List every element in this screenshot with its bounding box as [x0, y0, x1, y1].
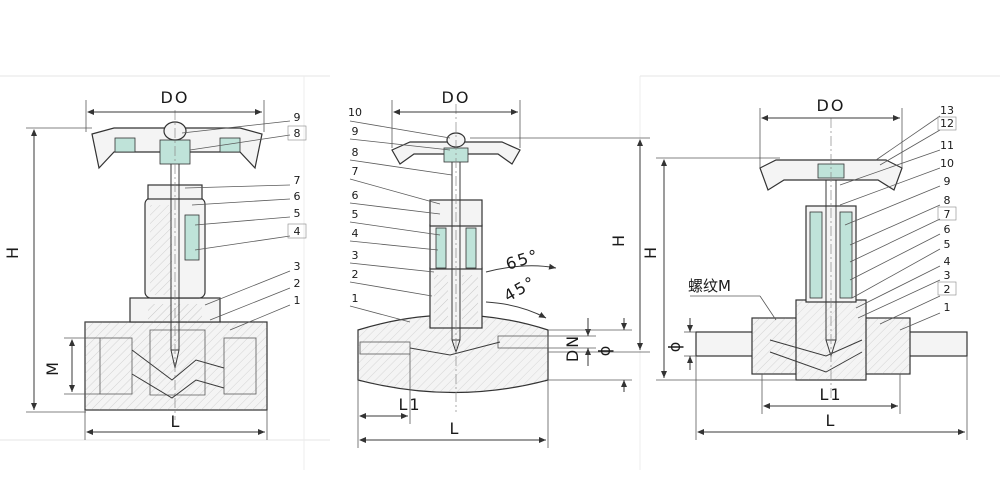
- middle-valve-view: 65° 45° DO H DN: [348, 88, 650, 448]
- right-callout-5: 5: [944, 238, 951, 251]
- middle-callout-7: 7: [352, 165, 359, 178]
- right-l-dimension: L: [695, 356, 968, 440]
- left-valve-body: [84, 121, 268, 411]
- left-callout-1: 1: [294, 294, 301, 307]
- middle-angle-45: 45°: [501, 272, 540, 306]
- middle-l1-dimension: L1: [357, 354, 421, 448]
- middle-callout-4: 4: [352, 227, 359, 240]
- left-l-dimension: L: [84, 410, 268, 440]
- left-h-label: H: [3, 245, 22, 259]
- right-callout-6: 6: [944, 223, 951, 236]
- middle-callout-2: 2: [352, 268, 359, 281]
- right-l-label: L: [826, 411, 837, 430]
- middle-l-label: L: [450, 419, 461, 438]
- middle-callout-3: 3: [352, 249, 359, 262]
- middle-l1-label: L1: [398, 395, 421, 414]
- middle-callouts: 10 9 8 7 6 5 4 3 2 1: [348, 106, 453, 323]
- right-callout-7: 7: [944, 208, 951, 221]
- right-callout-10: 10: [940, 157, 954, 170]
- middle-angle-65: 65°: [503, 245, 542, 274]
- right-thread-note: 螺纹M: [688, 277, 777, 321]
- middle-callout-1: 1: [352, 292, 359, 305]
- middle-do-dimension: DO: [391, 88, 521, 148]
- middle-phi-dimension: ϕ: [548, 318, 632, 392]
- middle-do-label: DO: [442, 88, 471, 107]
- right-callout-3: 3: [944, 269, 951, 282]
- middle-h-label: H: [609, 233, 628, 247]
- middle-dn-label: DN: [563, 334, 582, 362]
- right-valve-body: [695, 159, 968, 381]
- middle-phi-label: ϕ: [595, 344, 614, 357]
- right-h-label: H: [641, 245, 660, 259]
- right-thread-label: 螺纹M: [688, 277, 731, 295]
- middle-dn-dimension: DN: [548, 318, 596, 366]
- middle-h-dimension: H: [470, 137, 650, 353]
- left-callouts: 9 8 7 6 5 4 3 2 1: [181, 111, 307, 331]
- middle-callout-10: 10: [348, 106, 362, 119]
- right-do-label: DO: [817, 96, 846, 115]
- middle-angle-marks: 65° 45°: [485, 245, 557, 319]
- left-callout-5: 5: [294, 207, 301, 220]
- left-callout-4: 4: [294, 225, 301, 238]
- right-callout-11: 11: [940, 139, 954, 152]
- right-h-dimension: H: [641, 157, 796, 381]
- middle-callout-5: 5: [352, 208, 359, 221]
- left-valve-view: DO H M L: [3, 88, 307, 440]
- left-h-dimension: H: [3, 127, 92, 413]
- right-callout-4: 4: [944, 255, 951, 268]
- right-do-dimension: DO: [759, 96, 903, 168]
- right-phi-label: ϕ: [665, 340, 684, 353]
- left-callout-2: 2: [294, 277, 301, 290]
- left-do-label: DO: [161, 88, 190, 107]
- middle-callout-8: 8: [352, 146, 359, 159]
- right-callout-9: 9: [944, 175, 951, 188]
- left-callout-8: 8: [294, 127, 301, 140]
- right-valve-view: DO H ϕ 螺纹M L1: [641, 96, 968, 440]
- right-callout-13: 13: [940, 104, 954, 117]
- middle-l-dimension: L: [359, 380, 549, 448]
- left-callout-6: 6: [294, 190, 301, 203]
- left-m-label: M: [43, 360, 62, 376]
- left-do-dimension: DO: [85, 88, 265, 132]
- right-l1-label: L1: [819, 385, 842, 404]
- left-callout-9: 9: [294, 111, 301, 124]
- right-callouts: 13 12 11 10 9 8 7 6 5 4 3 2 1: [839, 104, 957, 331]
- middle-callout-6: 6: [352, 189, 359, 202]
- right-callout-12: 12: [940, 117, 954, 130]
- right-phi-dimension: ϕ: [665, 318, 696, 370]
- left-m-dimension: M: [43, 337, 100, 395]
- right-callout-2: 2: [944, 283, 951, 296]
- left-l-label: L: [171, 412, 182, 431]
- right-callout-1: 1: [944, 301, 951, 314]
- right-callout-8: 8: [944, 194, 951, 207]
- left-callout-7: 7: [294, 174, 301, 187]
- right-l1-dimension: L1: [761, 374, 901, 414]
- left-callout-3: 3: [294, 260, 301, 273]
- middle-callout-9: 9: [352, 125, 359, 138]
